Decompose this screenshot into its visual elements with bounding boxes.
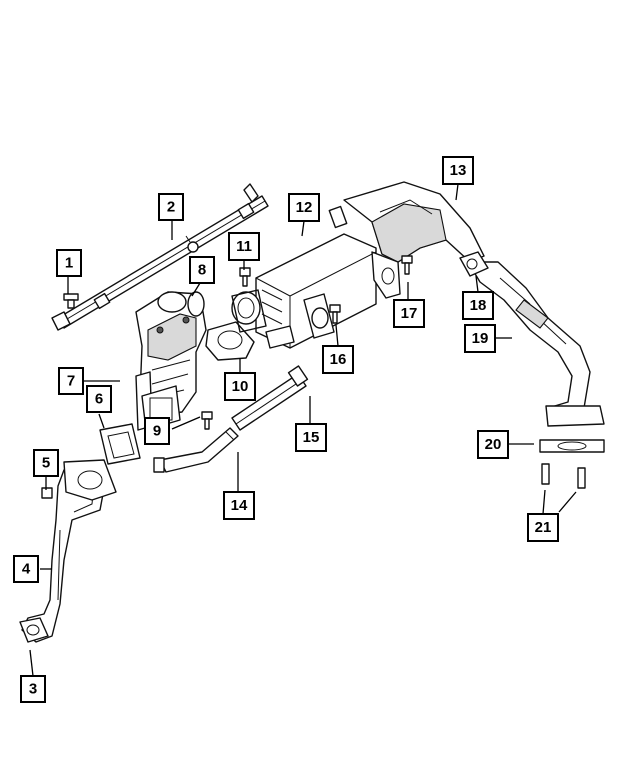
callout-14-label: 14 [231, 497, 248, 514]
callout-9-label: 9 [153, 423, 161, 440]
callout-20-label: 20 [485, 436, 502, 453]
callout-11: 11 [228, 232, 260, 261]
callout-6: 6 [86, 385, 112, 413]
callout-9: 9 [144, 417, 170, 445]
callout-4: 4 [13, 555, 39, 583]
callout-4-label: 4 [22, 561, 31, 578]
callout-1-label: 1 [65, 255, 73, 272]
callout-2: 2 [158, 193, 184, 221]
callout-7-label: 7 [67, 373, 75, 390]
callout-8: 8 [189, 256, 215, 284]
callout-16: 16 [322, 345, 354, 374]
callout-11-label: 11 [236, 238, 252, 255]
callout-5: 5 [33, 449, 59, 477]
callout-3: 3 [20, 675, 46, 703]
bolt-11-part [239, 267, 251, 287]
heat-shield-part [343, 181, 485, 299]
callout-18: 18 [462, 291, 494, 320]
leader-lines [29, 183, 577, 677]
callout-12-label: 12 [296, 199, 313, 216]
egr-tube-4-part [19, 465, 107, 643]
callout-8-label: 8 [198, 262, 206, 279]
callout-3-label: 3 [29, 681, 37, 698]
callout-18-label: 18 [470, 297, 487, 314]
gasket-6-part [99, 423, 141, 465]
callout-13: 13 [442, 156, 474, 185]
callout-1: 1 [56, 249, 82, 277]
fitting-part [63, 293, 79, 309]
callout-5-label: 5 [42, 455, 50, 472]
callout-14: 14 [223, 491, 255, 520]
callout-7: 7 [58, 367, 84, 395]
callout-12: 12 [288, 193, 320, 222]
callout-19: 19 [464, 324, 496, 353]
callout-15-label: 15 [303, 429, 320, 446]
callout-2-label: 2 [167, 199, 175, 216]
callout-21: 21 [527, 513, 559, 542]
callout-19-label: 19 [472, 330, 489, 347]
stud-21-part [541, 463, 586, 489]
coolant-tube-part [51, 183, 269, 331]
callout-17-label: 17 [401, 305, 418, 322]
callout-6-label: 6 [95, 391, 103, 408]
egr-cooler-part [231, 205, 377, 349]
callout-21-label: 21 [535, 519, 552, 536]
tube-fitting-18-part [459, 251, 489, 277]
callout-10-label: 10 [232, 378, 249, 395]
callout-15: 15 [295, 423, 327, 452]
callout-17: 17 [393, 299, 425, 328]
callout-16-label: 16 [330, 351, 347, 368]
bolt-16-part [329, 304, 341, 324]
callout-20: 20 [477, 430, 509, 459]
egr-flange-5-part [41, 459, 117, 501]
callout-10: 10 [224, 372, 256, 401]
bolt-9-part [201, 411, 213, 430]
bolt-17-part [401, 255, 413, 275]
egr-valve-part [135, 291, 207, 417]
coolant-tube-14-part [153, 427, 239, 473]
callout-13-label: 13 [450, 162, 467, 179]
coolant-hose-15-part [231, 365, 309, 431]
gasket-20-part [539, 439, 605, 453]
egr-tube-19-part [467, 261, 605, 427]
